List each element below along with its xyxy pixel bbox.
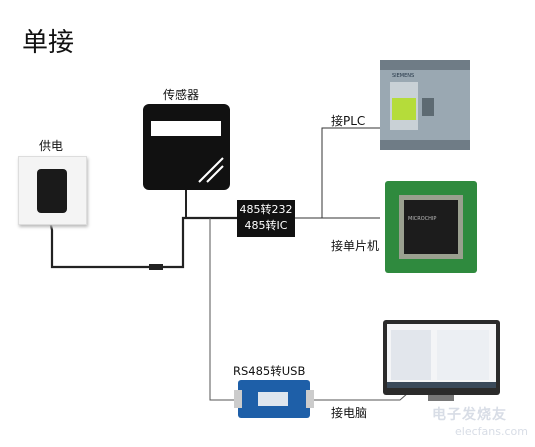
monitor-screen — [387, 324, 496, 388]
sensor-display — [151, 121, 221, 136]
plc-label: 接PLC — [331, 114, 366, 128]
plc-terminals-top — [380, 60, 470, 70]
plc-device: SIEMENS — [380, 60, 470, 150]
line-to-plc — [295, 127, 380, 219]
mcu-chip: MICROCHIP — [404, 200, 458, 254]
sensor-label: 传感器 — [163, 88, 200, 102]
mcu-board: MICROCHIP — [385, 181, 477, 273]
monitor-stand — [428, 395, 454, 401]
usb-label-plate — [258, 392, 288, 406]
screen-taskbar — [387, 382, 496, 388]
converter-line1: 485转232 — [239, 203, 293, 216]
converter-line2: 485转IC — [244, 219, 288, 232]
usb-converter-device — [234, 380, 314, 418]
mcu-label: 接单片机 — [331, 239, 380, 253]
plc-brand: SIEMENS — [392, 73, 415, 79]
usb-converter-label: RS485转USB — [233, 364, 306, 378]
power-label: 供电 — [39, 139, 64, 153]
watermark-text: 电子发烧友 — [432, 407, 507, 423]
sensor-device — [143, 104, 230, 190]
sensor-glare-icon — [198, 157, 224, 183]
power-adapter — [37, 169, 67, 213]
screen-panel-right — [437, 330, 489, 380]
plc-terminals-bottom — [380, 140, 470, 150]
usb-terminal-right — [306, 390, 314, 408]
cable-connector — [149, 264, 163, 270]
computer-label: 接电脑 — [331, 406, 368, 420]
usb-terminal-left — [234, 390, 242, 408]
mcu-brand: MICROCHIP — [408, 216, 437, 222]
plc-lcd — [392, 98, 416, 120]
plc-buttons — [422, 98, 434, 116]
power-outlet — [18, 156, 87, 225]
screen-panel-left — [391, 330, 431, 380]
converter-box: 485转232 485转IC — [237, 200, 295, 237]
computer-monitor — [383, 320, 500, 395]
line-to-pc — [312, 392, 409, 401]
watermark-url: elecfans.com — [455, 425, 528, 438]
diagram-title: 单接 — [22, 28, 75, 58]
line-to-usb — [209, 218, 237, 401]
